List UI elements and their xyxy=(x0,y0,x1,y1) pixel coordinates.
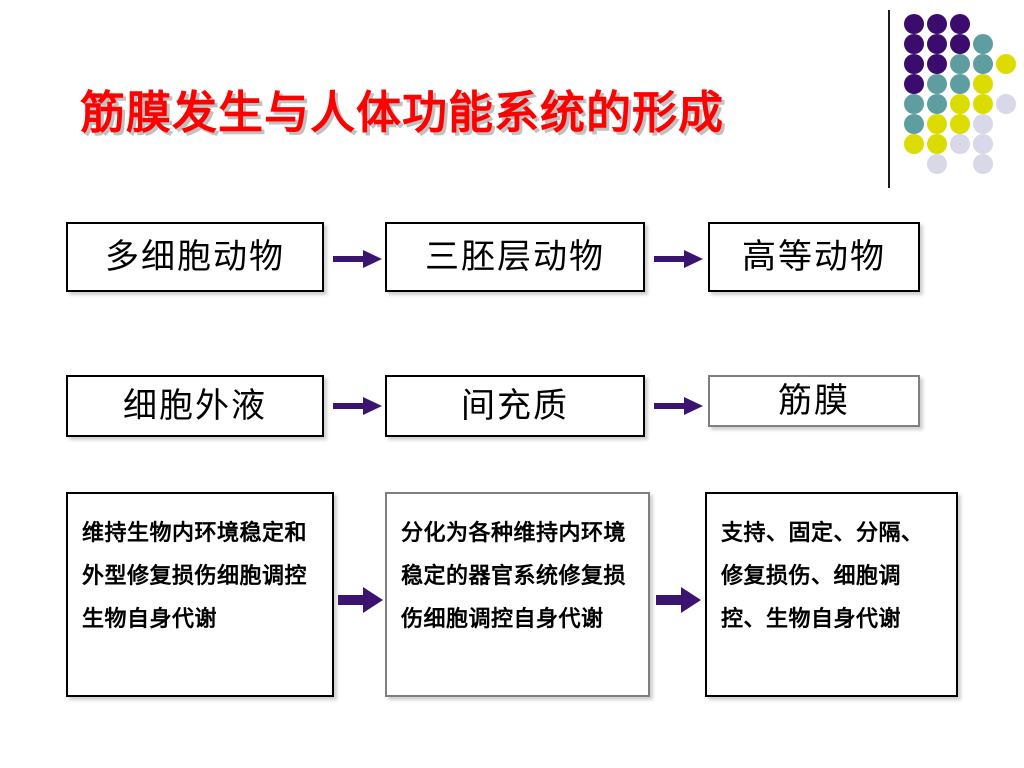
arrow-extracellular-fluid-to-mesenchyme xyxy=(333,394,383,418)
flow-box-multicellular-animal[interactable]: 多细胞动物 xyxy=(66,222,324,292)
deco-dot xyxy=(973,34,993,54)
arrow-mesenchyme-to-fascia xyxy=(654,394,704,418)
deco-dot xyxy=(950,114,970,134)
flow-box-label: 筋膜 xyxy=(778,381,850,421)
flow-box-label: 高等动物 xyxy=(742,237,886,277)
description-box-fascia-function[interactable]: 支持、固定、分隔、修复损伤、细胞调控、生物自身代谢 xyxy=(705,492,958,697)
deco-dot xyxy=(904,54,924,74)
deco-dot xyxy=(973,74,993,94)
flow-box-fascia[interactable]: 筋膜 xyxy=(708,375,920,427)
deco-dot xyxy=(950,94,970,114)
deco-dot xyxy=(927,74,947,94)
description-text: 维持生物内环境稳定和外型修复损伤细胞调控生物自身代谢 xyxy=(82,520,308,632)
flow-box-label: 三胚层动物 xyxy=(425,237,605,277)
deco-dot xyxy=(904,114,924,134)
deco-dot xyxy=(996,94,1016,114)
page-title: 筋膜发生与人体功能系统的形成 xyxy=(80,84,860,146)
deco-dot xyxy=(904,74,924,94)
description-box-extracellular-fluid-function[interactable]: 维持生物内环境稳定和外型修复损伤细胞调控生物自身代谢 xyxy=(66,492,334,697)
flow-box-triploblastic-animal[interactable]: 三胚层动物 xyxy=(385,222,645,292)
deco-dot xyxy=(950,54,970,74)
arrow-function-two-to-three xyxy=(656,585,702,615)
deco-dot xyxy=(904,134,924,154)
deco-dot xyxy=(927,134,947,154)
deco-dot xyxy=(904,14,924,34)
arrow-function-one-to-two xyxy=(338,585,384,615)
flow-box-label: 多细胞动物 xyxy=(105,237,285,277)
page-title-text: 筋膜发生与人体功能系统的形成 xyxy=(80,86,725,139)
flow-box-label: 间充质 xyxy=(461,386,569,426)
deco-dot xyxy=(927,54,947,74)
deco-dot xyxy=(950,34,970,54)
deco-dot xyxy=(904,94,924,114)
deco-dot xyxy=(927,14,947,34)
flow-box-mesenchyme[interactable]: 间充质 xyxy=(385,375,645,437)
deco-dot xyxy=(950,74,970,94)
description-text: 分化为各种维持内环境稳定的器官系统修复损伤细胞调控自身代谢 xyxy=(401,520,627,632)
deco-dot xyxy=(973,54,993,74)
flow-box-label: 细胞外液 xyxy=(123,386,267,426)
deco-dot xyxy=(950,134,970,154)
deco-dot xyxy=(973,94,993,114)
deco-dot xyxy=(973,134,993,154)
description-text: 支持、固定、分隔、修复损伤、细胞调控、生物自身代谢 xyxy=(721,520,924,632)
deco-dot xyxy=(927,154,947,174)
dot-grid-motif xyxy=(884,6,1024,192)
deco-dot xyxy=(927,94,947,114)
flow-box-extracellular-fluid[interactable]: 细胞外液 xyxy=(66,375,324,437)
deco-dot xyxy=(950,14,970,34)
deco-dot xyxy=(927,34,947,54)
deco-dot xyxy=(927,114,947,134)
vertical-rule xyxy=(888,10,890,188)
flow-box-higher-animal[interactable]: 高等动物 xyxy=(708,222,920,292)
deco-dot xyxy=(973,114,993,134)
deco-dot xyxy=(904,34,924,54)
description-box-mesenchyme-function[interactable]: 分化为各种维持内环境稳定的器官系统修复损伤细胞调控自身代谢 xyxy=(385,492,650,697)
deco-dot xyxy=(996,54,1016,74)
arrow-triploblastic-to-higher-animal xyxy=(654,247,704,271)
arrow-multicellular-to-triploblastic xyxy=(333,247,383,271)
deco-dot xyxy=(973,154,993,174)
